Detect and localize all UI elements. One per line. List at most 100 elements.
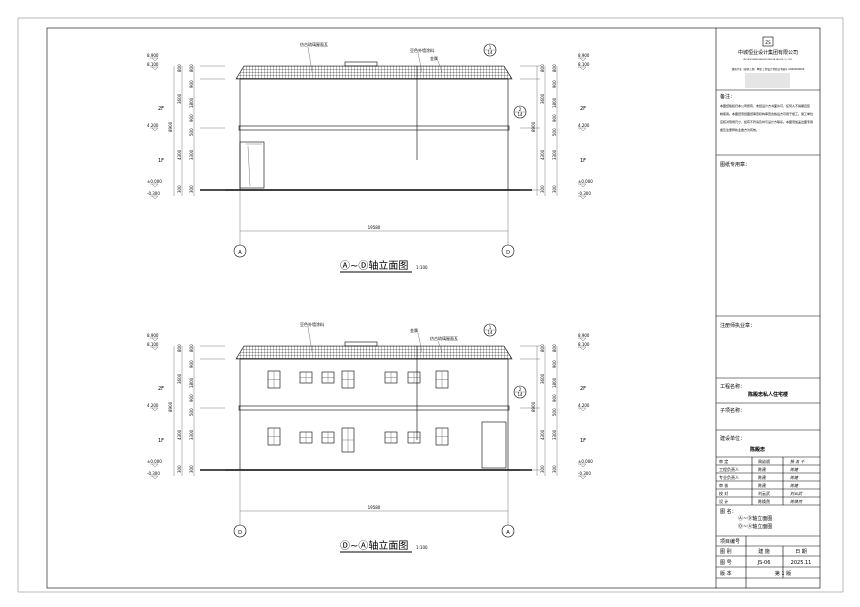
svg-text:14: 14 xyxy=(517,392,523,397)
svg-text:14: 14 xyxy=(487,330,493,335)
axis-marker xyxy=(233,244,247,258)
signature-mark: 陈焕然 xyxy=(790,499,803,504)
dim-value: 3600 xyxy=(177,373,182,384)
company-subtitle: ZHONGCHENG HENGYE DESIGN GROUP CO., LTD. xyxy=(743,59,793,61)
level-marker xyxy=(578,475,587,480)
signature-name: 周幼斌 xyxy=(758,458,770,464)
callout-label: 豆色外墙涂料 xyxy=(410,47,434,53)
dim-value: 300 xyxy=(177,185,182,193)
callout-label: 豆色外墙涂料 xyxy=(300,321,324,327)
signature-mark: 陈建 xyxy=(790,475,799,480)
floor-band xyxy=(238,125,510,131)
level-label: 4.200 xyxy=(147,403,159,408)
elevation-title: Ⓓ~Ⓐ轴立面图 xyxy=(340,539,408,552)
level-marker xyxy=(578,407,587,412)
level-label: ±0.000 xyxy=(147,459,162,464)
signature-mark: 陈建 xyxy=(790,467,799,472)
level-label: -0.300 xyxy=(147,191,160,196)
dim-value: 800 xyxy=(177,64,182,72)
signature-role: 审 核 xyxy=(719,482,728,488)
dim-value: 3300 xyxy=(552,149,557,160)
level-marker xyxy=(578,66,587,71)
level-marker xyxy=(150,337,159,342)
level-marker xyxy=(578,183,587,188)
dim-value: 300 xyxy=(189,185,194,193)
level-label: 8.900 xyxy=(147,53,159,58)
roof-tiles xyxy=(235,345,513,360)
dim-value: 500 xyxy=(189,408,194,416)
notes-line: 章及注册师执业章方为有效。 xyxy=(720,127,759,132)
level-label: 8.100 xyxy=(578,342,590,347)
dim-value: 900 xyxy=(189,360,194,368)
level-label: ±0.000 xyxy=(578,179,593,184)
level-label: 4.200 xyxy=(578,123,590,128)
client-name: 陈殿忠 xyxy=(750,446,765,453)
level-label: 8.100 xyxy=(578,62,590,67)
level-marker xyxy=(150,475,159,480)
svg-text:14: 14 xyxy=(517,112,523,117)
level-label: ±0.000 xyxy=(578,459,593,464)
scale-label: 1:100 xyxy=(416,265,428,270)
dim-value: 800 xyxy=(540,344,545,352)
level-label: 8.100 xyxy=(147,62,159,67)
callout-label: 仿古琉璃屋面瓦 xyxy=(430,335,458,341)
notes-line: 本图纸版权归本公司所有，未经设计方书面许可，任何人不得擅自复 xyxy=(720,103,810,108)
level-label: -0.300 xyxy=(578,191,591,196)
dim-value: 3600 xyxy=(177,93,182,104)
floor-label: 1F xyxy=(580,158,586,164)
signature-name: 陈焕然 xyxy=(758,498,770,504)
dim-total: 8900 xyxy=(531,121,536,132)
floor-label: 2F xyxy=(158,106,164,112)
ridge-vent xyxy=(344,61,378,67)
svg-text:1: 1 xyxy=(489,45,492,50)
dim-value: 900 xyxy=(552,394,557,402)
dim-value: 1800 xyxy=(552,97,557,108)
dim-value: 900 xyxy=(552,114,557,122)
level-marker xyxy=(578,57,587,62)
dim-value: 500 xyxy=(552,408,557,416)
signature-mark: 杨 五 千 xyxy=(790,459,806,464)
level-label: -0.300 xyxy=(147,471,160,476)
dim-value: 3300 xyxy=(189,149,194,160)
level-marker xyxy=(578,337,587,342)
date-label: 日 期 xyxy=(795,549,807,555)
dim-value: 900 xyxy=(552,360,557,368)
dim-total: 8900 xyxy=(168,121,173,132)
width-dimension: 19580 xyxy=(368,505,381,510)
level-marker xyxy=(150,127,159,132)
signature-role: 审 定 xyxy=(719,458,728,464)
svg-text:14: 14 xyxy=(487,50,493,55)
dim-total: 8900 xyxy=(168,401,173,412)
callout-label: 仿古琉璃屋面瓦 xyxy=(300,41,328,47)
drawing-frame xyxy=(46,27,821,589)
floor-label: 2F xyxy=(158,386,164,392)
level-marker xyxy=(578,463,587,468)
floor-band xyxy=(238,405,510,411)
drawing-no-label: 图 号 xyxy=(720,560,732,566)
elevation-a-d: 8.900 8.100 4.200 ±0.000 -0.300 2F 1F 8900 800 36… xyxy=(147,41,593,273)
axis-marker xyxy=(501,524,515,538)
ridge-vent xyxy=(344,341,378,347)
dim-value: 900 xyxy=(189,80,194,88)
svg-text:D: D xyxy=(506,250,510,256)
svg-text:1: 1 xyxy=(489,325,492,330)
dim-value: 4300 xyxy=(177,429,182,440)
dim-value: 900 xyxy=(552,80,557,88)
level-marker xyxy=(150,463,159,468)
level-marker xyxy=(150,183,159,188)
notes-label: 备注： xyxy=(720,93,735,100)
dim-value: 3600 xyxy=(540,373,545,384)
callout-label: 金属 xyxy=(430,55,438,61)
level-label: 4.200 xyxy=(147,123,159,128)
callout-label: 金属 xyxy=(410,327,418,333)
dim-value: 3600 xyxy=(540,93,545,104)
signature-role: 校 对 xyxy=(719,490,728,496)
dim-value: 900 xyxy=(189,114,194,122)
dim-value: 800 xyxy=(189,64,194,72)
axis-marker xyxy=(501,244,515,258)
drawing-name: Ⓓ~Ⓐ轴立面图 xyxy=(738,523,772,530)
dim-value: 1800 xyxy=(189,97,194,108)
level-label: 8.100 xyxy=(147,342,159,347)
svg-text:A: A xyxy=(506,530,510,536)
scale-label: 1:100 xyxy=(416,545,428,550)
